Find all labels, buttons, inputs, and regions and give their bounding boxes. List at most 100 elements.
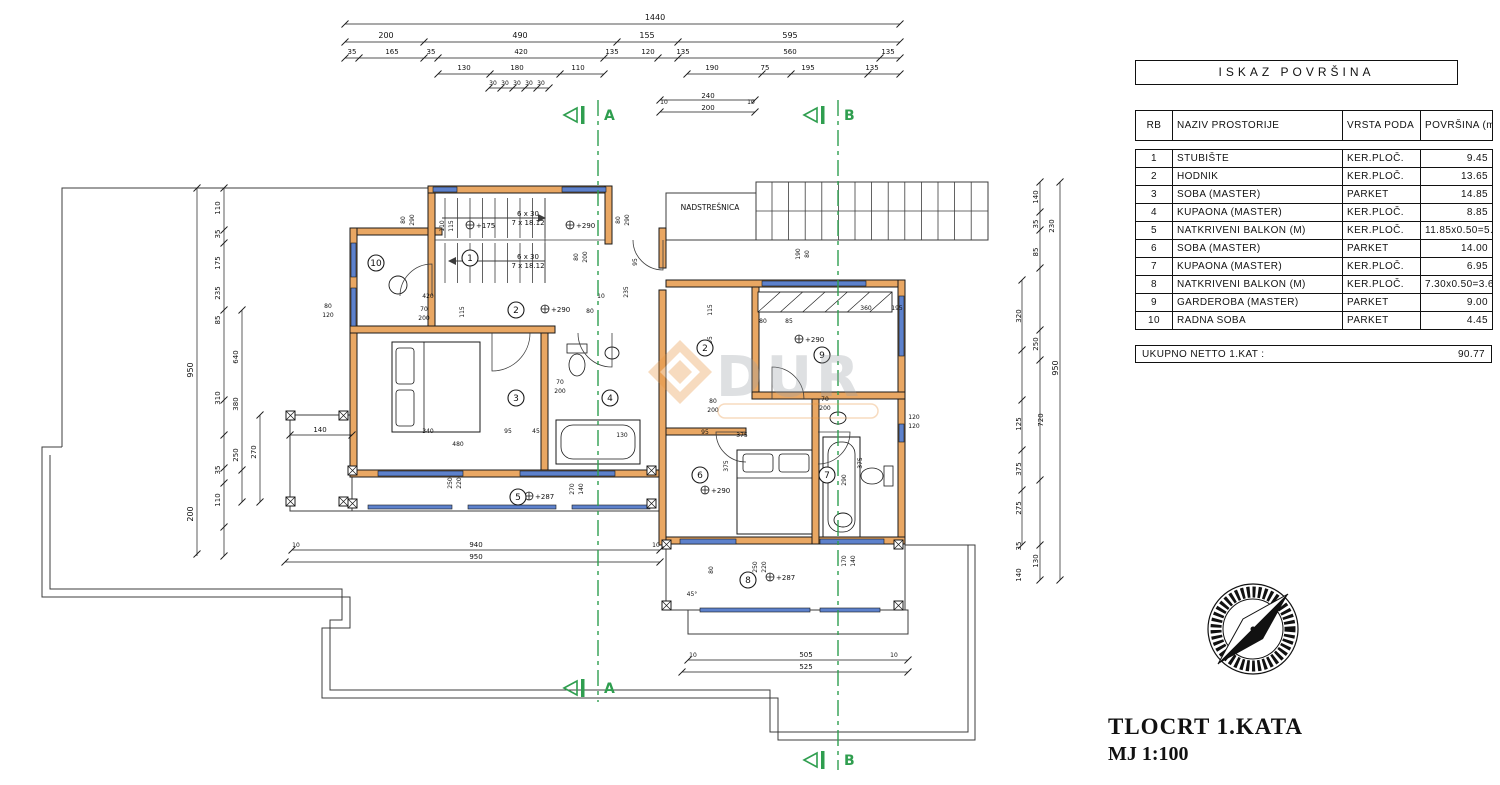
svg-text:120: 120	[908, 414, 920, 421]
door-arcs	[399, 239, 851, 465]
svg-text:75: 75	[761, 64, 770, 72]
svg-text:1: 1	[467, 254, 473, 264]
svg-text:270: 270	[569, 483, 576, 495]
svg-text:115: 115	[459, 306, 466, 318]
svg-text:135: 135	[605, 48, 618, 56]
svg-text:490: 490	[512, 31, 527, 40]
table-cell: 3	[1135, 185, 1173, 204]
windows	[350, 186, 905, 613]
svg-text:70: 70	[556, 379, 564, 386]
svg-text:45: 45	[532, 428, 540, 435]
svg-text:200: 200	[418, 315, 430, 322]
svg-text:35: 35	[348, 48, 357, 56]
svg-text:6 x 30: 6 x 30	[517, 253, 539, 261]
table-cell: HODNIK	[1172, 167, 1343, 186]
svg-text:85: 85	[785, 318, 793, 325]
svg-text:950: 950	[469, 553, 482, 561]
title-block: TLOCRT 1.KATA MJ 1:100	[1108, 714, 1303, 766]
svg-text:155: 155	[639, 31, 654, 40]
svg-text:130: 130	[457, 64, 470, 72]
svg-text:220: 220	[456, 477, 463, 489]
svg-text:120: 120	[322, 312, 334, 319]
svg-text:35: 35	[1015, 542, 1023, 551]
table-cell: RADNA SOBA	[1172, 311, 1343, 330]
table-cell: KER.PLOČ.	[1342, 149, 1421, 168]
svg-text:235: 235	[623, 286, 630, 298]
svg-text:6 x 30: 6 x 30	[517, 210, 539, 218]
svg-text:80: 80	[400, 216, 407, 224]
svg-text:10: 10	[890, 652, 898, 659]
table-cell: NATKRIVENI BALKON (M)	[1172, 221, 1343, 240]
table-cell: 9.00	[1420, 293, 1493, 312]
svg-text:B: B	[844, 753, 855, 769]
svg-text:525: 525	[799, 663, 812, 671]
svg-text:140: 140	[313, 426, 326, 434]
svg-text:290: 290	[409, 214, 416, 226]
svg-text:200: 200	[186, 506, 195, 521]
table-cell: 4.45	[1420, 311, 1493, 330]
svg-text:80: 80	[324, 303, 332, 310]
walls	[349, 185, 906, 546]
svg-text:480: 480	[452, 441, 464, 448]
svg-text:110: 110	[571, 64, 584, 72]
svg-text:80: 80	[586, 308, 594, 315]
svg-text:560: 560	[783, 48, 796, 56]
svg-text:95: 95	[701, 429, 709, 436]
level-marks: +175+290+290+290+290+287+287	[465, 220, 824, 582]
table-cell: 7.30x0.50=3.65	[1420, 275, 1493, 294]
svg-text:140: 140	[578, 483, 585, 495]
svg-text:135: 135	[676, 48, 689, 56]
svg-text:165: 165	[385, 48, 398, 56]
svg-text:375: 375	[723, 460, 730, 472]
svg-text:+290: +290	[711, 487, 730, 495]
svg-text:250: 250	[232, 448, 240, 461]
table-cell: 6.95	[1420, 257, 1493, 276]
svg-text:170: 170	[841, 555, 848, 567]
wardrobe	[757, 291, 893, 313]
svg-text:6: 6	[697, 471, 703, 481]
svg-text:110: 110	[214, 201, 222, 214]
svg-text:7 x 18.12: 7 x 18.12	[511, 262, 544, 270]
svg-text:135: 135	[881, 48, 894, 56]
svg-text:190: 190	[705, 64, 718, 72]
svg-text:4: 4	[607, 394, 613, 404]
table-cell: STUBIŠTE	[1172, 149, 1343, 168]
svg-text:250: 250	[752, 561, 759, 573]
svg-text:505: 505	[799, 651, 812, 659]
watermark-diamond-icon	[648, 340, 712, 404]
svg-text:200: 200	[819, 405, 831, 412]
svg-text:+290: +290	[576, 222, 595, 230]
table-cell: 5	[1135, 221, 1173, 240]
svg-text:2: 2	[513, 306, 519, 316]
svg-text:80: 80	[759, 318, 767, 325]
svg-text:130: 130	[1032, 554, 1040, 567]
svg-text:220: 220	[761, 561, 768, 573]
svg-text:195: 195	[891, 305, 903, 312]
area-table-title: ISKAZ POVRŠINA	[1135, 60, 1458, 85]
svg-text:375: 375	[857, 457, 864, 469]
svg-text:950: 950	[1051, 360, 1060, 375]
area-table-total-row: UKUPNO NETTO 1.KAT : 90.77	[1135, 345, 1492, 363]
svg-text:3: 3	[513, 394, 519, 404]
table-cell: PARKET	[1342, 239, 1421, 258]
total-value: 90.77	[1457, 348, 1485, 360]
section-arrow-icon	[802, 751, 818, 769]
svg-text:35: 35	[214, 466, 222, 475]
svg-text:340: 340	[422, 428, 434, 435]
svg-text:195: 195	[801, 64, 814, 72]
section-arrow-icon	[562, 106, 578, 124]
drawing-title: TLOCRT 1.KATA	[1108, 714, 1303, 739]
svg-text:180: 180	[510, 64, 523, 72]
table-cell: 11.85x0.50=5.92	[1420, 221, 1493, 240]
svg-text:+175: +175	[476, 222, 495, 230]
table-cell: KER.PLOČ.	[1342, 275, 1421, 294]
svg-text:200: 200	[707, 407, 719, 414]
table-cell: 10	[1135, 311, 1173, 330]
svg-text:80: 80	[709, 398, 717, 405]
column-header: POVRŠINA (m2)	[1420, 110, 1493, 141]
